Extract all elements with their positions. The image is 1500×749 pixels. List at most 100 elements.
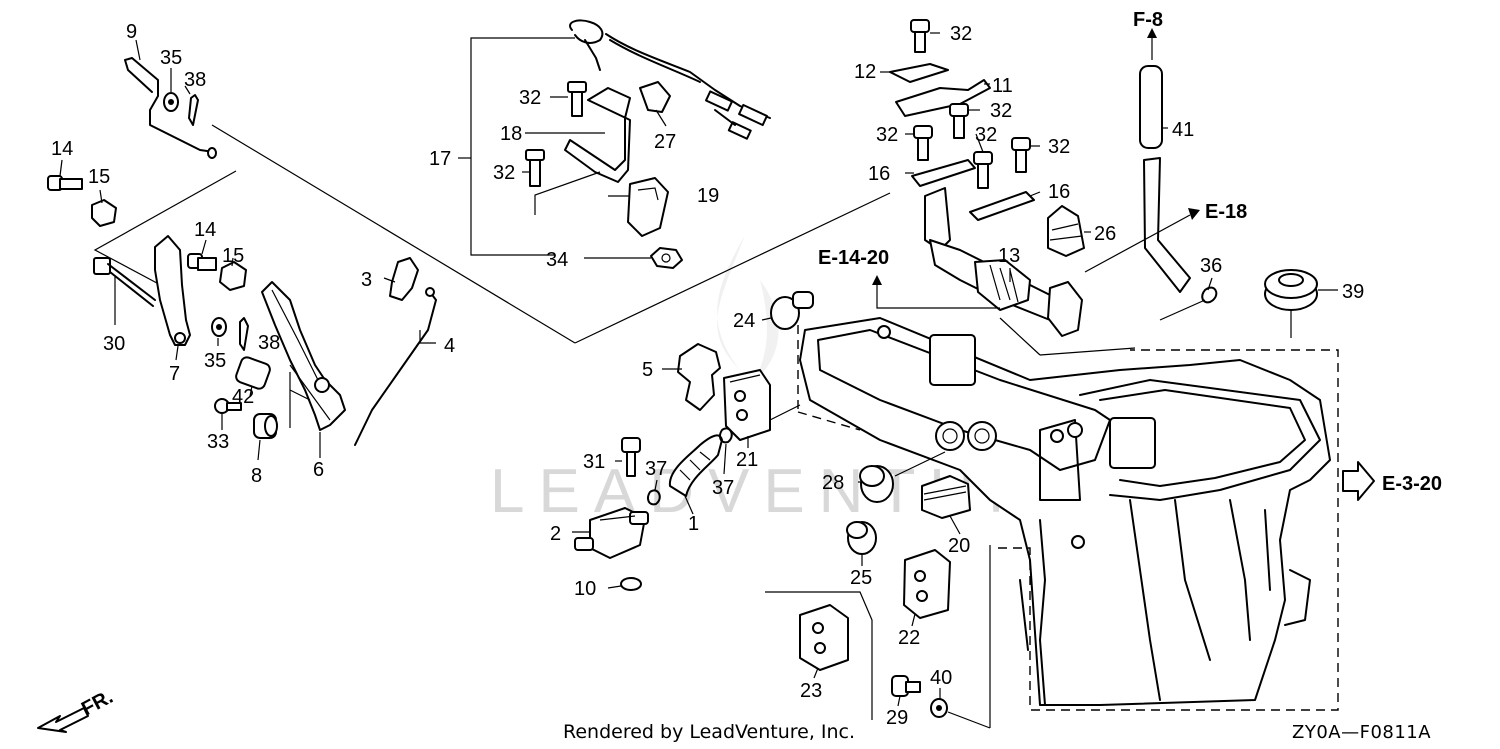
clamp-part-27 [639, 81, 671, 113]
label-part-6: 6 [313, 459, 324, 481]
shaft-part-13 [924, 187, 1083, 337]
label-part-35: 35 [160, 47, 182, 69]
label-part-41: 41 [1172, 119, 1194, 141]
plate-part-16-b [969, 191, 1035, 221]
clip-part-38 [188, 94, 199, 126]
bolt-part-30 [93, 257, 156, 307]
clip-part-38-b [239, 317, 249, 351]
screw-part-14-b [187, 253, 217, 271]
boot-part-26 [1047, 205, 1085, 257]
plate-part-16-a [911, 159, 976, 187]
watermark-flame-icon [717, 235, 779, 380]
label-part-32-c: 32 [950, 23, 972, 45]
label-part-36: 36 [1200, 255, 1222, 277]
plug-part-28 [859, 465, 894, 503]
label-part-3: 3 [361, 269, 372, 291]
ref-e3-20: E-3-20 [1382, 473, 1442, 495]
screw-part-32-c [910, 19, 930, 53]
label-part-28: 28 [822, 472, 844, 494]
nut-part-34 [650, 247, 683, 269]
label-part-23: 23 [800, 680, 822, 702]
label-part-14-b: 14 [194, 219, 216, 241]
ref-f8: F-8 [1133, 9, 1163, 31]
label-part-38: 38 [184, 69, 206, 91]
label-part-34: 34 [546, 249, 568, 271]
screw-part-33 [214, 398, 242, 414]
bracket-part-18 [564, 87, 631, 183]
harness-part-17 [569, 19, 771, 140]
ref-e14-20: E-14-20 [818, 247, 889, 269]
clamp-part-37-b [719, 427, 733, 444]
tube-part-41 [1139, 65, 1163, 149]
label-part-31: 31 [583, 451, 605, 473]
screw-part-32-a [567, 81, 587, 117]
extension-case [799, 317, 1331, 706]
grommet-part-19 [627, 177, 669, 237]
label-part-38-b: 38 [258, 332, 280, 354]
seal-part-39 [1264, 269, 1318, 311]
screw-part-32-g [1011, 137, 1031, 173]
label-part-32-d: 32 [990, 100, 1012, 122]
label-part-39: 39 [1342, 281, 1364, 303]
label-part-25: 25 [850, 567, 872, 589]
label-part-42: 42 [232, 386, 254, 408]
label-part-32-f: 32 [975, 124, 997, 146]
e3-20-arrow-icon [1342, 461, 1375, 501]
label-part-30: 30 [103, 333, 125, 355]
bolt-part-29 [891, 675, 921, 697]
label-part-35-b: 35 [204, 350, 226, 372]
diagram-code: ZY0A—F0811A [1292, 722, 1431, 743]
label-part-12: 12 [854, 61, 876, 83]
label-part-22: 22 [898, 627, 920, 649]
rod-part-9 [124, 57, 215, 153]
label-part-15: 15 [88, 166, 110, 188]
label-part-9: 9 [126, 21, 137, 43]
case-boundary [797, 325, 1339, 711]
grommet-part-20 [921, 475, 971, 519]
label-part-8: 8 [251, 465, 262, 487]
screw-part-14 [47, 175, 83, 191]
front-arrow-icon [37, 707, 89, 733]
hose-part-41-lower [1143, 157, 1191, 293]
block-part-15-b [219, 261, 247, 291]
plug-part-25 [846, 521, 877, 555]
label-part-4: 4 [444, 335, 455, 357]
label-part-10: 10 [574, 578, 596, 600]
ref-e18: E-18 [1205, 201, 1247, 223]
label-part-17: 17 [429, 148, 451, 170]
label-part-7: 7 [169, 363, 180, 385]
label-part-19: 19 [697, 185, 719, 207]
label-part-32-b: 32 [493, 162, 515, 184]
label-part-27: 27 [654, 131, 676, 153]
grommet-part-23 [799, 604, 849, 671]
label-part-16: 16 [868, 163, 890, 185]
label-part-5: 5 [642, 359, 653, 381]
label-part-1: 1 [688, 513, 699, 535]
rendered-by: Rendered by LeadVenture, Inc. [563, 721, 855, 743]
label-part-33: 33 [207, 431, 229, 453]
screw-part-32-f [973, 151, 993, 189]
grommet-part-22 [903, 549, 951, 619]
label-part-15-b: 15 [222, 245, 244, 267]
label-part-20: 20 [948, 535, 970, 557]
label-part-32-a: 32 [519, 87, 541, 109]
screw-part-32-e [913, 125, 933, 161]
clip-part-3 [389, 257, 419, 301]
label-part-32-e: 32 [876, 124, 898, 146]
label-part-14: 14 [51, 138, 73, 160]
block-part-15 [91, 199, 117, 227]
label-part-16-b: 16 [1048, 181, 1070, 203]
plug-part-24 [770, 291, 814, 330]
bolt-part-31 [621, 437, 641, 477]
label-part-37-a: 37 [645, 458, 667, 480]
plate-part-12 [889, 63, 949, 83]
label-part-29: 29 [886, 707, 908, 729]
lever-part-7 [154, 235, 191, 346]
washer-part-10 [620, 577, 642, 591]
screw-part-32-b [525, 149, 545, 187]
clamp-part-37-a [647, 489, 661, 506]
collar-part-8 [253, 413, 278, 439]
label-part-40: 40 [930, 667, 952, 689]
screw-part-32-d [949, 103, 969, 139]
